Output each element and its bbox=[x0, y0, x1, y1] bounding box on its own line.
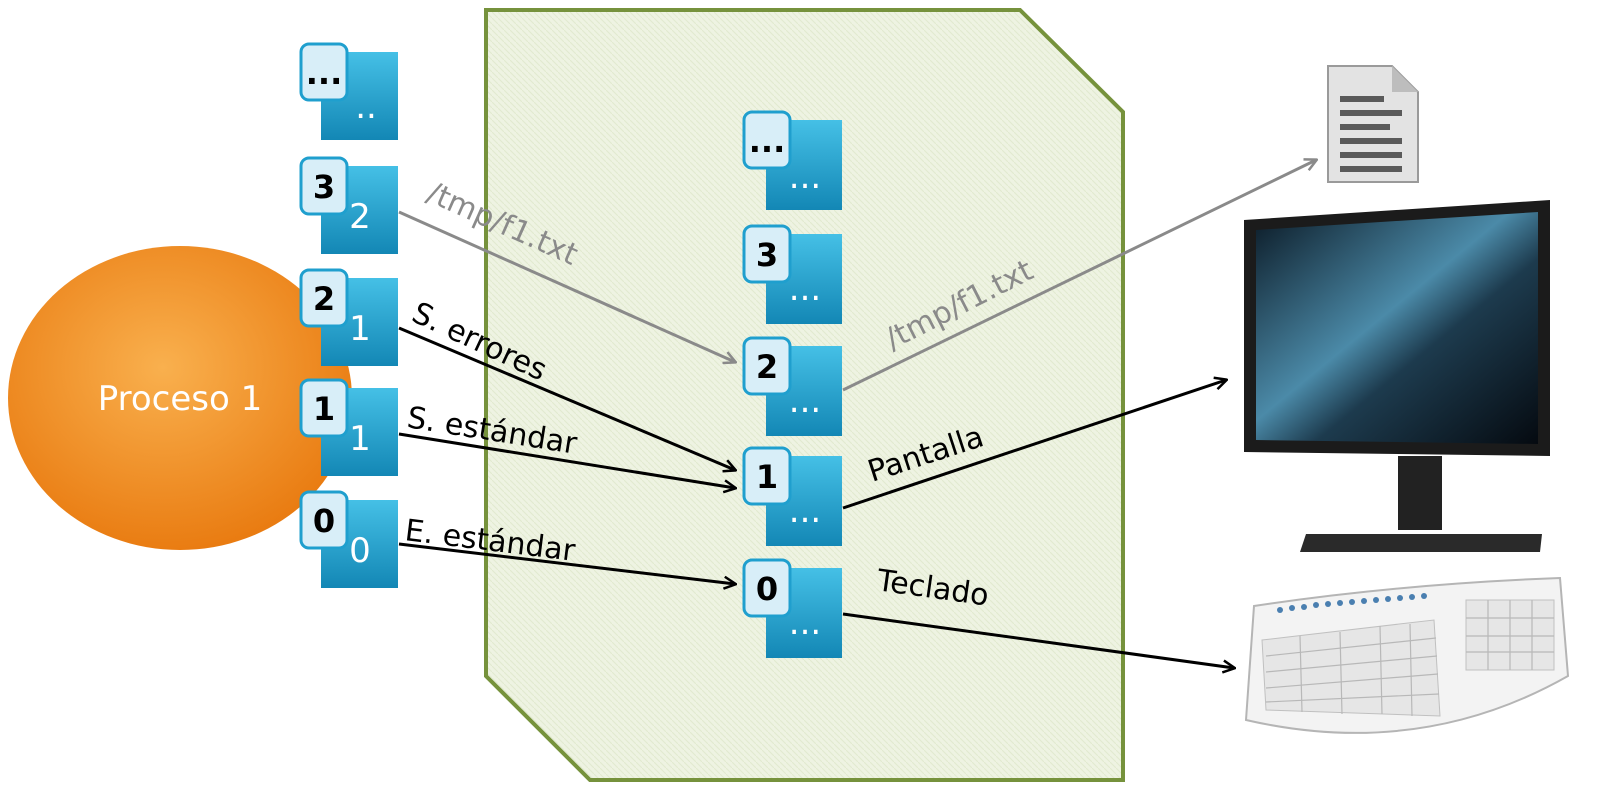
process-fd-2: 1 2 bbox=[299, 268, 398, 366]
fd-chip-label: 2 bbox=[313, 280, 335, 318]
arrows bbox=[398, 160, 1316, 668]
table-entry-3: ... 3 bbox=[742, 224, 842, 324]
process-fd-column: .. ... 2 3 1 2 1 1 0 0 bbox=[299, 42, 398, 588]
table-entry-more: ... ... bbox=[742, 110, 842, 210]
fd-chip bbox=[299, 268, 349, 328]
entry-chip bbox=[742, 110, 792, 170]
entry-chip-label: 2 bbox=[756, 348, 778, 386]
table-entry-2: ... 2 bbox=[742, 336, 842, 436]
process: Proceso 1 bbox=[8, 246, 352, 550]
fd-chip bbox=[299, 42, 349, 102]
arrow-entry2-to-file bbox=[842, 160, 1316, 392]
fd-value: 1 bbox=[349, 419, 371, 459]
entry-chip-label: 1 bbox=[756, 458, 778, 496]
entry-chip-label: 3 bbox=[756, 236, 778, 274]
arrow-entry0-to-keyboard bbox=[842, 612, 1234, 668]
fd-value: 0 bbox=[349, 531, 371, 571]
entry-chip bbox=[742, 336, 792, 396]
fd-chip-label: 1 bbox=[313, 390, 335, 428]
arrow-fd1-to-entry1 bbox=[398, 432, 735, 488]
entry-chip bbox=[742, 558, 792, 618]
document-icon bbox=[1327, 65, 1419, 183]
entry-value: ... bbox=[789, 491, 821, 531]
fd-chip-label: 0 bbox=[313, 502, 335, 540]
entry-chip bbox=[742, 446, 792, 506]
fd-chip bbox=[299, 378, 349, 438]
fd-value: 2 bbox=[349, 197, 371, 237]
entry-chip-label: ... bbox=[749, 122, 785, 160]
fd-value: 1 bbox=[349, 309, 371, 349]
process-label: Proceso 1 bbox=[98, 379, 263, 419]
table-entry-0: ... 0 bbox=[742, 558, 842, 658]
table-entry-column: ... ... ... 3 ... 2 ... 1 ... 0 bbox=[742, 110, 842, 658]
table-entry-1: ... 1 bbox=[742, 446, 842, 546]
entry-value: ... bbox=[789, 381, 821, 421]
entry-value: ... bbox=[789, 269, 821, 309]
process-fd-0: 0 0 bbox=[299, 490, 398, 588]
entry-chip bbox=[742, 224, 792, 284]
process-fd-3: 2 3 bbox=[299, 156, 398, 254]
arrow-fd3-to-entry2 bbox=[398, 210, 735, 362]
entry-chip-label: 0 bbox=[756, 570, 778, 608]
process-fd-1: 1 1 bbox=[299, 378, 398, 476]
process-fd-more: .. ... bbox=[299, 42, 398, 140]
fd-value: .. bbox=[355, 87, 377, 127]
arrow-entry1-to-screen bbox=[842, 380, 1226, 510]
fd-chip bbox=[299, 490, 349, 550]
process-circle bbox=[8, 246, 352, 550]
arrow-fd2-to-entry1 bbox=[398, 326, 735, 470]
fd-chip-label: 3 bbox=[313, 168, 335, 206]
fd-chip-label: ... bbox=[306, 54, 342, 92]
entry-value: ... bbox=[789, 157, 821, 197]
arrow-fd0-to-entry0 bbox=[398, 542, 735, 584]
fd-chip bbox=[299, 156, 349, 216]
entry-value: ... bbox=[789, 603, 821, 643]
monitor-icon bbox=[1244, 200, 1550, 552]
keyboard-icon bbox=[1244, 576, 1570, 734]
